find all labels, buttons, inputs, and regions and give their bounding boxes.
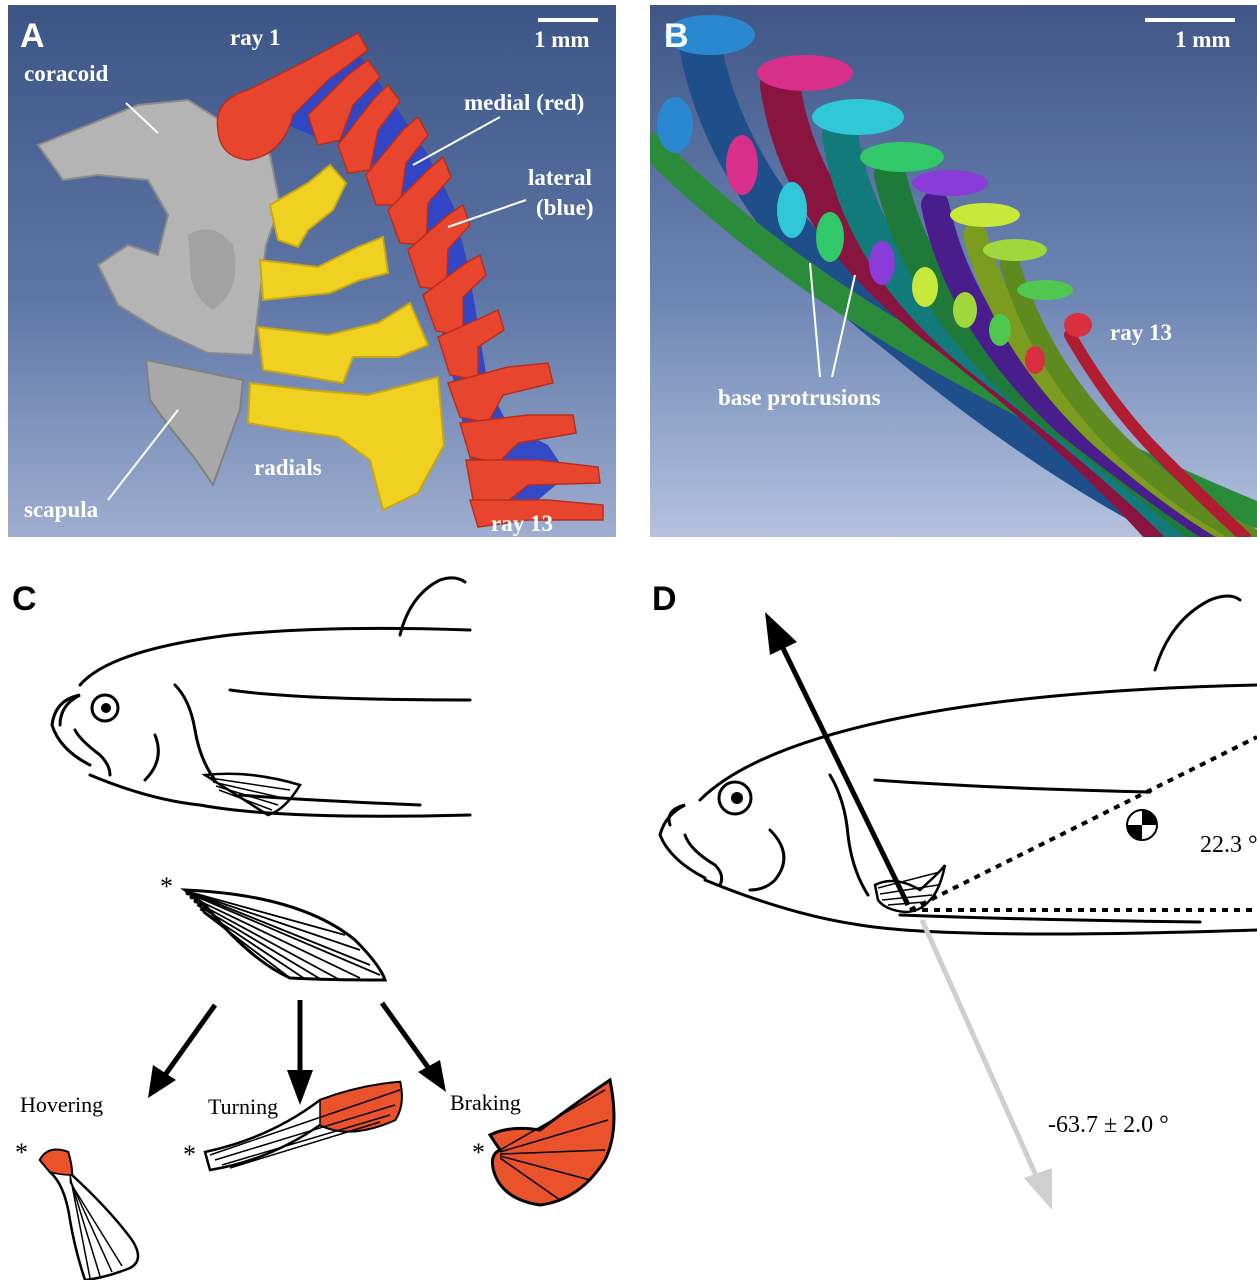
reaction-vector-arrowhead — [1024, 1168, 1052, 1210]
scale-bar-b-label: 1 mm — [1175, 27, 1231, 53]
reaction-vector-line — [922, 920, 1038, 1180]
panel-a-label: A — [20, 17, 45, 56]
radial-1 — [270, 165, 346, 247]
panel-c-label: C — [12, 580, 37, 619]
fish-outline-c — [52, 578, 470, 816]
asterisk-marker-braking: * — [472, 1138, 485, 1168]
scapula-label: scapula — [24, 497, 98, 523]
force-vector-line — [780, 642, 908, 905]
scale-bar-a-label: 1 mm — [534, 27, 590, 53]
ray-13-label-b: ray 13 — [1110, 320, 1172, 346]
mode-label-braking: Braking — [450, 1090, 521, 1116]
mode-label-turning: Turning — [208, 1094, 278, 1120]
radial-2 — [260, 237, 388, 300]
lateral-label-2: (blue) — [536, 195, 594, 221]
center-of-mass-icon — [1127, 810, 1157, 840]
radials-label: radials — [254, 455, 322, 481]
panel-a-ct-render: A 1 mm ray 1 coracoid medial (red) later… — [8, 5, 616, 537]
ray-13-label-a: ray 13 — [491, 511, 553, 537]
asterisk-marker-turning: * — [183, 1140, 196, 1170]
panel-b-label: B — [664, 17, 689, 56]
fin-ray-shafts — [650, 45, 1257, 537]
panel-b-ray-render — [650, 5, 1257, 537]
radial-3 — [258, 303, 428, 383]
hovering-fin — [40, 1150, 138, 1280]
panel-d-label: D — [652, 580, 677, 619]
force-vector-arrowhead — [765, 612, 797, 655]
base-protrusions-label: base protrusions — [718, 385, 881, 411]
mode-label-hovering: Hovering — [20, 1092, 103, 1118]
fin-plane-dashed-line — [910, 737, 1257, 910]
panel-c-drawing — [0, 560, 630, 1280]
radial-4 — [248, 377, 444, 510]
coracoid-label: coracoid — [24, 61, 108, 87]
pectoral-fin-d — [875, 865, 945, 912]
fish-outline-d — [660, 596, 1257, 934]
panel-d-drawing — [630, 560, 1257, 1280]
angle-label-upper: 22.3 ° — [1200, 832, 1257, 859]
fin-detail-c — [185, 890, 385, 980]
lateral-label-1: lateral — [528, 165, 592, 191]
panel-b-ct-render: B 1 mm ray 13 base protrusions — [650, 5, 1257, 537]
panel-c-fin-modes: C * Hovering Turning Braking * * * — [0, 560, 630, 1280]
medial-label: medial (red) — [464, 90, 584, 116]
scapula-bone — [146, 360, 243, 485]
angle-label-lower: -63.7 ± 2.0 ° — [1048, 1112, 1169, 1139]
asterisk-marker-hovering: * — [15, 1138, 28, 1168]
panel-d-force-vectors: D 22.3 ° -63.7 ± 2.0 ° — [630, 560, 1257, 1280]
ray-1-label: ray 1 — [230, 25, 280, 51]
asterisk-marker-c: * — [160, 872, 173, 902]
